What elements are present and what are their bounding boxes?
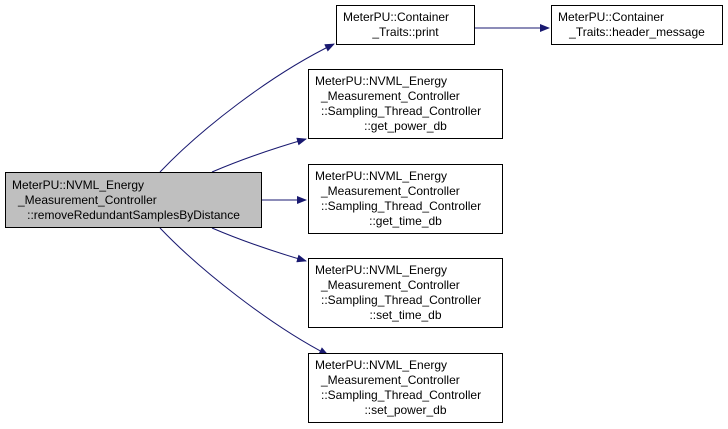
node-label-line: _Measurement_Controller [321,89,460,103]
node-label-line: _Measurement_Controller [321,278,460,292]
node-label-line: _Measurement_Controller [321,184,460,198]
node-label-line: _Traits::header_message [569,25,705,39]
node-set-power-db[interactable]: MeterPU::NVML_Energy _Measurement_Contro… [308,353,503,423]
node-label-line: MeterPU::NVML_Energy [315,169,448,183]
node-label-line: ::get_power_db [364,119,447,133]
node-label-line: ::get_time_db [369,214,442,228]
edge-root-to-set-power-db [159,227,329,356]
node-label-line: MeterPU::NVML_Energy [315,74,448,88]
edge-root-to-set-time-db [211,227,307,263]
edge-root-to-print [159,43,335,173]
node-get-power-db[interactable]: MeterPU::NVML_Energy _Measurement_Contro… [308,69,503,139]
node-label-line: ::Sampling_Thread_Controller [321,293,482,307]
node-container-traits-header-message[interactable]: MeterPU::Container _Traits::header_messa… [551,5,723,45]
node-label-line: ::set_time_db [369,308,442,322]
node-label-line: MeterPU::Container [343,10,450,24]
node-label-line: MeterPU::Container [558,10,665,24]
node-label-line: MeterPU::NVML_Energy [315,358,448,372]
node-set-time-db[interactable]: MeterPU::NVML_Energy _Measurement_Contro… [308,258,503,328]
node-label-line: _Traits::print [372,25,439,39]
node-label-line: MeterPU::NVML_Energy [315,263,448,277]
node-container-traits-print[interactable]: MeterPU::Container _Traits::print [336,5,475,45]
node-label-line: ::Sampling_Thread_Controller [321,104,482,118]
node-label-line: ::removeRedundantSamplesByDistance [27,207,240,222]
node-label-line: MeterPU::NVML_Energy [12,177,145,192]
node-get-time-db[interactable]: MeterPU::NVML_Energy _Measurement_Contro… [308,164,503,234]
node-label-line: _Measurement_Controller [18,192,157,207]
edge-root-to-get-power-db [211,137,307,173]
node-label-line: _Measurement_Controller [321,373,460,387]
node-label-line: ::Sampling_Thread_Controller [321,388,482,402]
node-label-line: ::set_power_db [364,403,447,417]
node-label-line: ::Sampling_Thread_Controller [321,199,482,213]
node-remove-redundant-samples-by-distance: MeterPU::NVML_Energy _Measurement_Contro… [5,172,262,228]
